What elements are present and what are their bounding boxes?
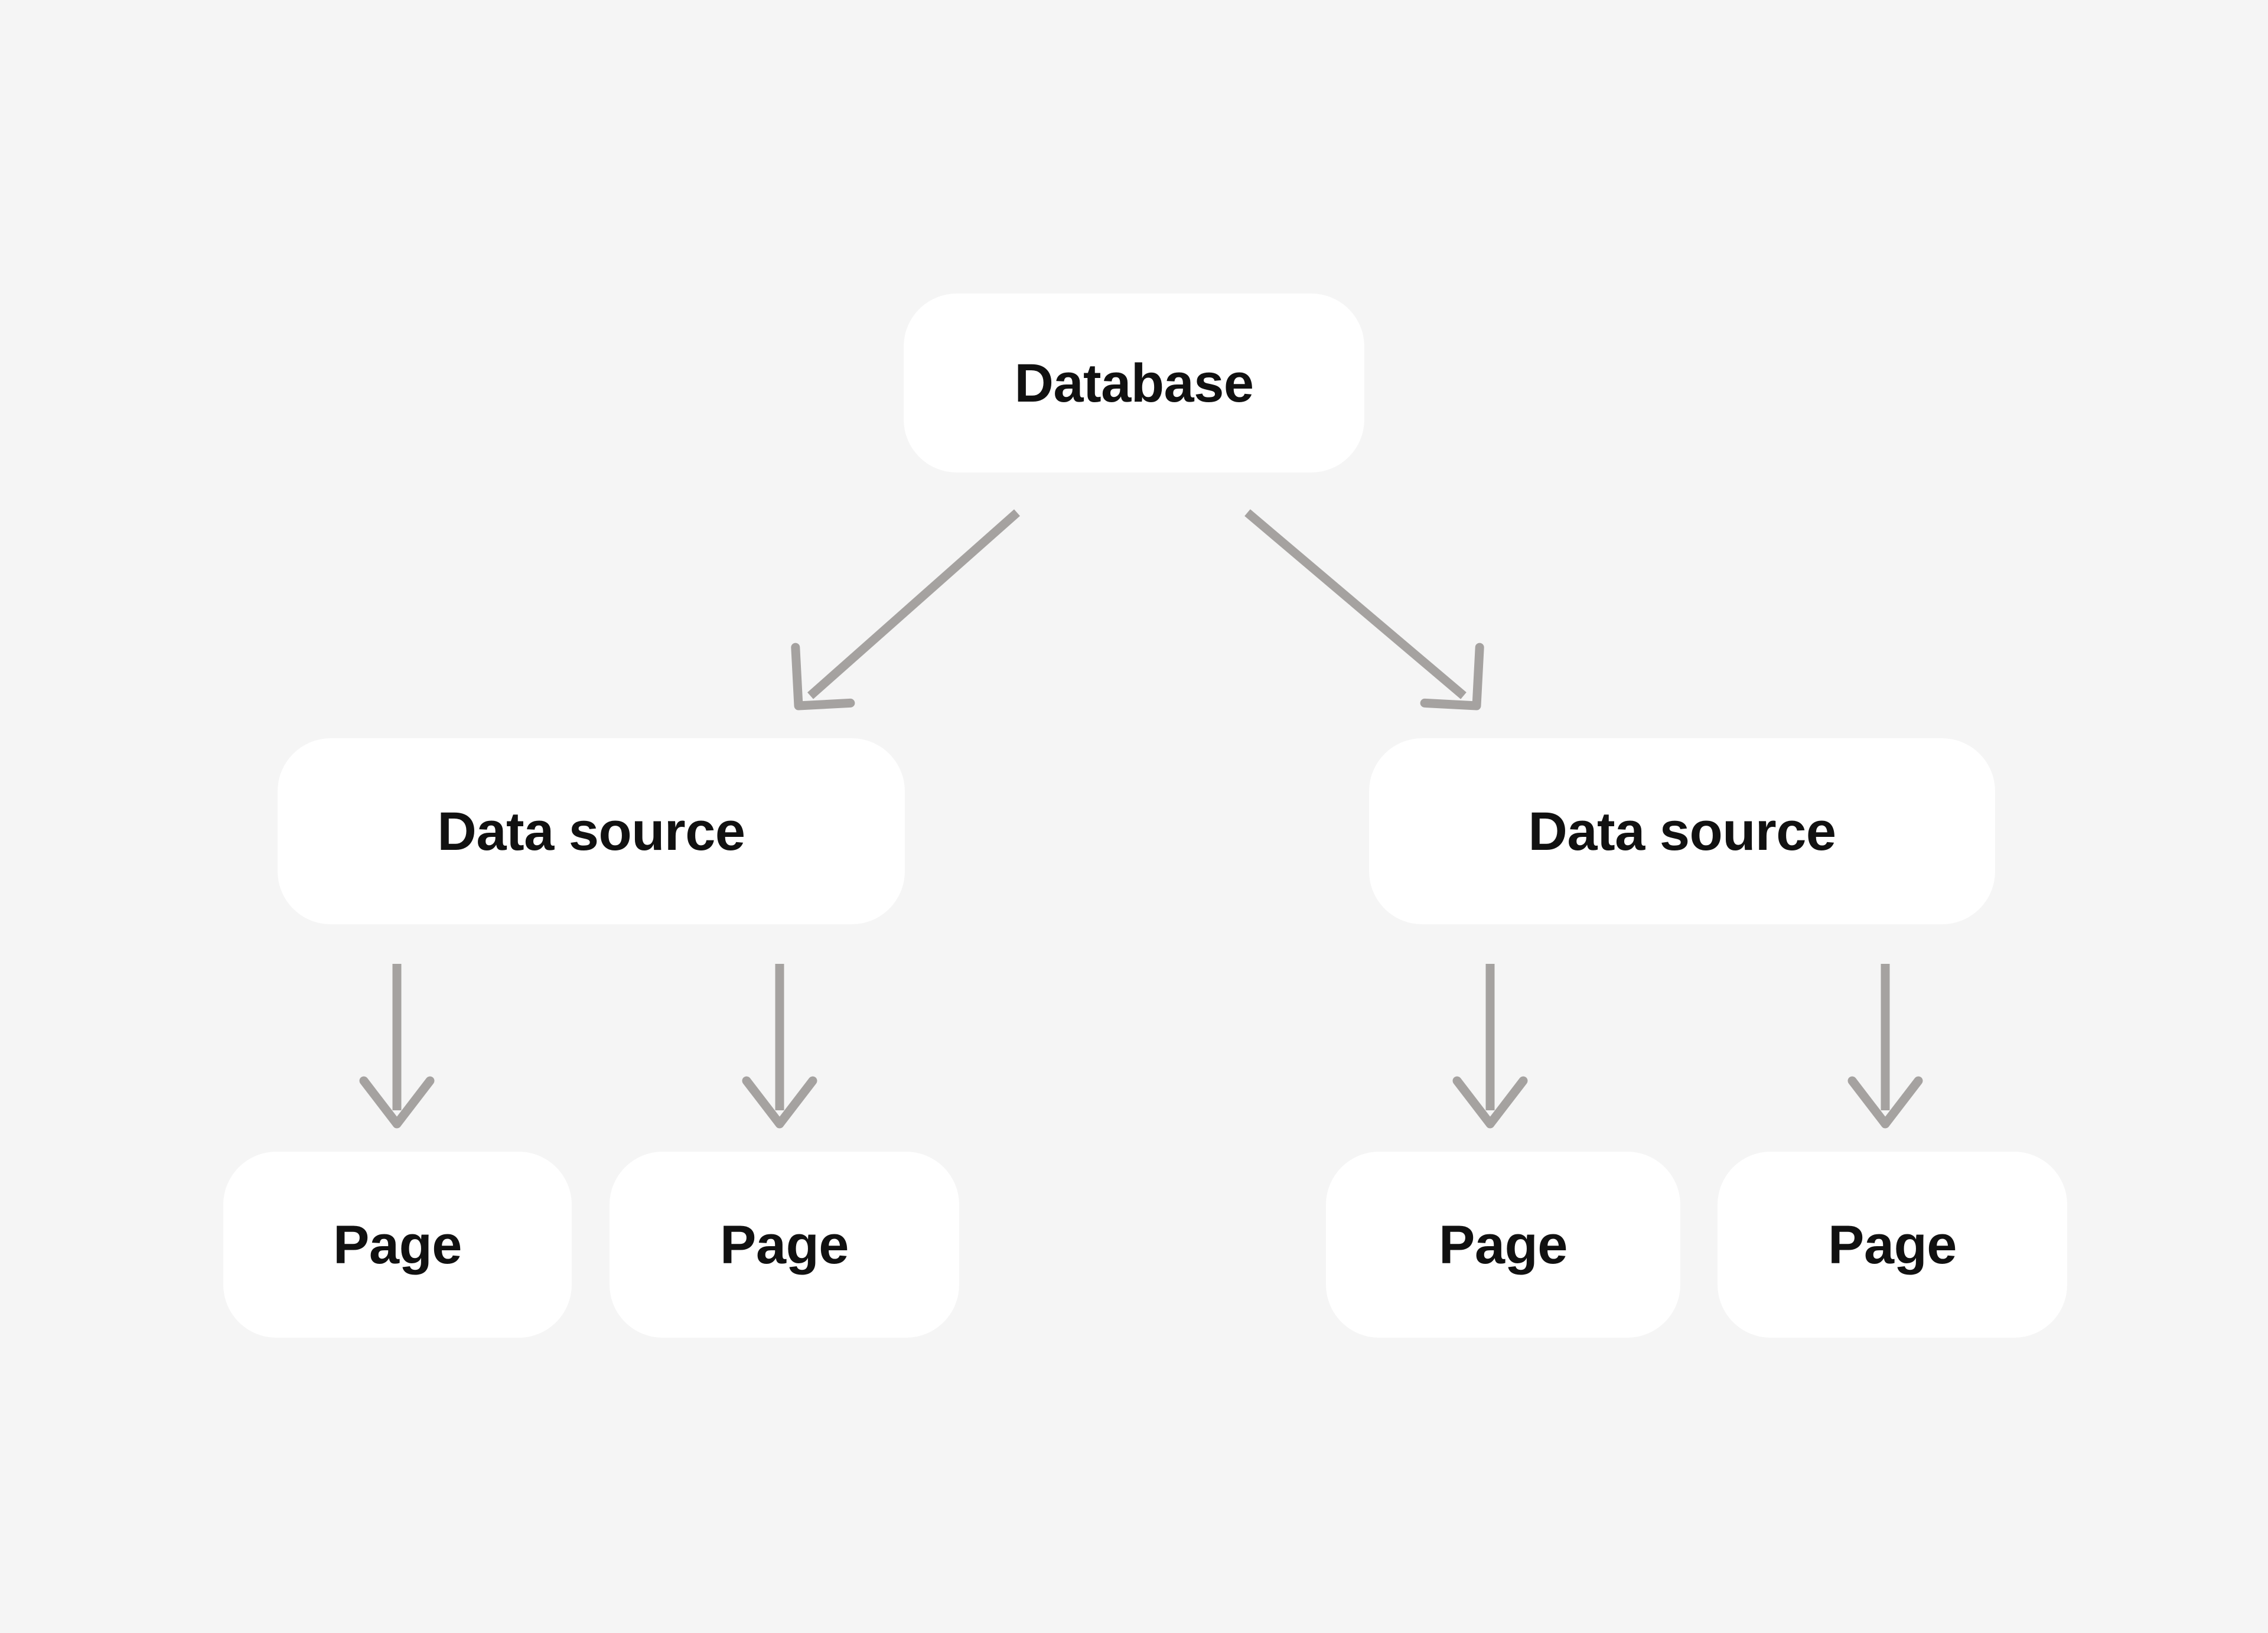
node-database[interactable]: Database	[904, 294, 1364, 472]
node-page-4[interactable]: Page	[1718, 1152, 2067, 1338]
node-data-source-left[interactable]: Data source	[278, 738, 905, 924]
node-page-2-label: Page	[720, 1214, 849, 1275]
node-page-3-label: Page	[1439, 1214, 1568, 1275]
edge-mid-right-to-leaf-4	[1847, 964, 1923, 1129]
node-page-1-label: Page	[333, 1214, 462, 1275]
edge-mid-left-to-leaf-2	[742, 964, 817, 1129]
node-data-source-right[interactable]: Data source	[1369, 738, 1995, 924]
edge-root-to-mid-left	[791, 509, 1020, 710]
node-data-source-left-label: Data source	[437, 801, 745, 862]
node-page-3[interactable]: Page	[1326, 1152, 1680, 1338]
edge-root-to-mid-right	[1244, 509, 1484, 710]
node-data-source-right-label: Data source	[1528, 801, 1836, 862]
edge-mid-left-to-leaf-1	[359, 964, 435, 1129]
node-page-2[interactable]: Page	[610, 1152, 959, 1338]
node-page-1[interactable]: Page	[223, 1152, 572, 1338]
node-database-label: Database	[1014, 353, 1254, 413]
edge-mid-right-to-leaf-3	[1452, 964, 1528, 1129]
node-page-4-label: Page	[1828, 1214, 1957, 1275]
